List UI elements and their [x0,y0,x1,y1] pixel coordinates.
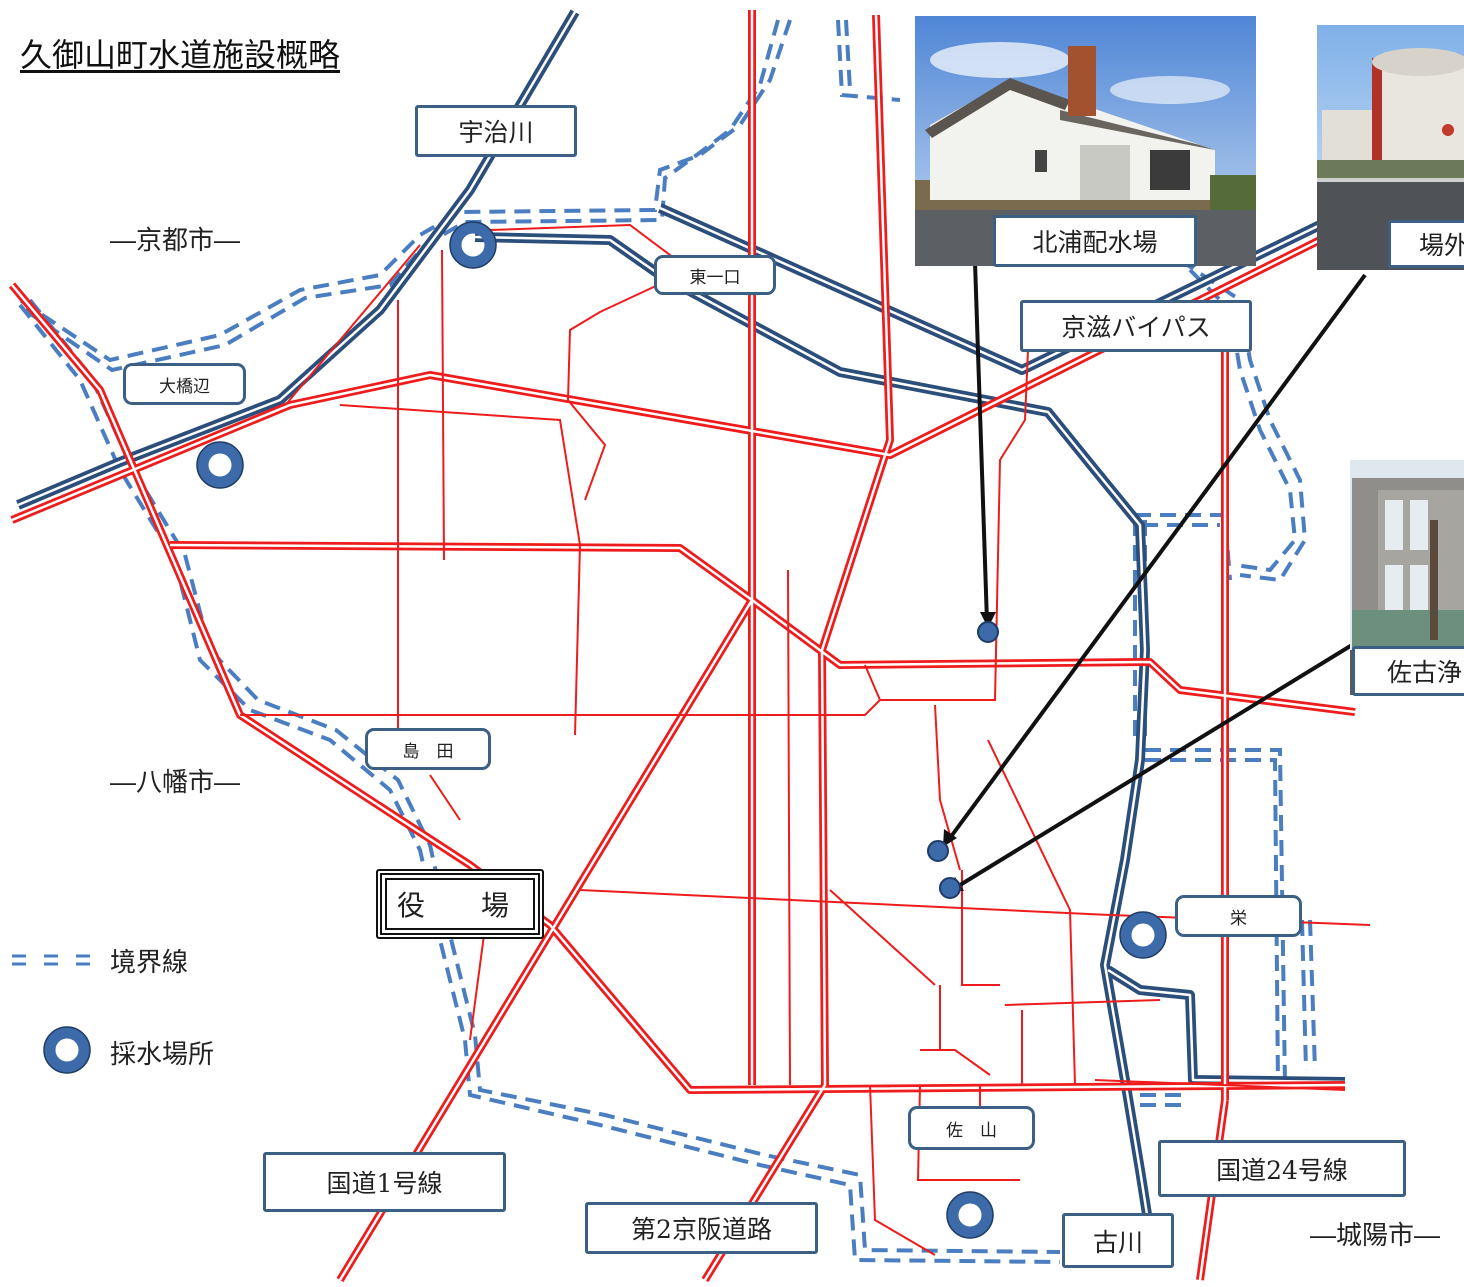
photo-caption-kitaura: 北浦配水場 [993,215,1197,267]
city-label-yawata: ―八幡市― [110,768,241,798]
label-shimada: 島 田 [365,728,491,770]
boundary-dash-icon [12,954,90,966]
arrow-heads [943,612,996,891]
label-sayama: 佐 山 [908,1106,1035,1150]
legend-intake-label: 採水場所 [110,1040,215,1070]
photo-caption-sako: 佐古浄 [1352,646,1464,696]
facility-arrows [945,261,1367,887]
page-title: 久御山町水道施設概略 [20,36,341,74]
legend-boundary-label: 境界線 [110,948,189,978]
label-furukawa: 古川 [1062,1213,1174,1268]
label-higashiichiguchi: 東一口 [654,255,776,295]
facility-dot-icons [927,621,999,899]
label-ujigawa: 宇治川 [415,105,577,157]
town-office-box: 役 場 [376,869,544,939]
photo-caption-jogai: 場外 [1388,220,1464,268]
water-mains-minor [240,223,1371,1256]
label-keiji-bypass: 京滋バイパス [1020,300,1252,352]
label-route24: 国道24号線 [1158,1140,1406,1197]
label-route1: 国道1号線 [263,1152,506,1212]
city-label-joyo: ―城陽市― [1310,1221,1441,1251]
city-label-kyoto: ―京都市― [110,226,241,256]
label-ohashibe: 大橋辺 [123,363,246,405]
label-daini-keihan: 第2京阪道路 [585,1202,818,1254]
label-sakae: 栄 [1175,895,1302,937]
intake-ring-icons [44,222,1166,1238]
